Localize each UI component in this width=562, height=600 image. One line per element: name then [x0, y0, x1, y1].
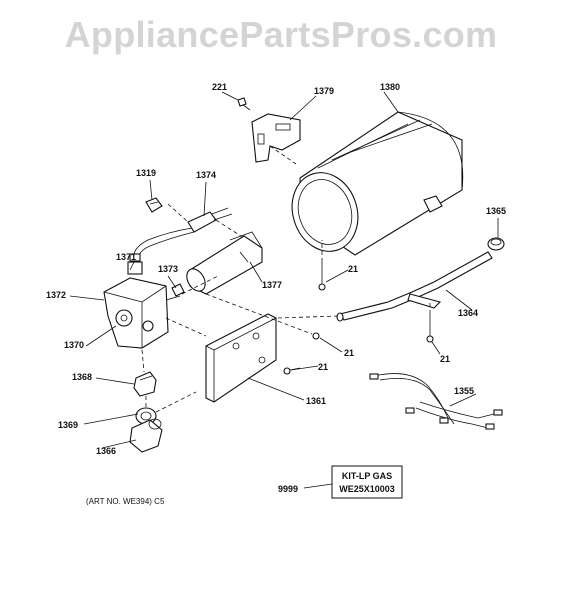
- callout-1365: 1365: [486, 206, 506, 216]
- kit-name: KIT-LP GAS: [342, 471, 392, 481]
- callout-9999: 9999: [278, 484, 298, 494]
- assembly-line: [269, 145, 297, 165]
- callout-1361: 1361: [306, 396, 326, 406]
- assembly-line: [167, 203, 189, 223]
- leader-lines: [69, 91, 499, 489]
- kit-label-box: KIT-LP GAS WE25X10003: [331, 465, 403, 499]
- part-shield-1361[interactable]: [205, 313, 277, 403]
- part-screw-21-b[interactable]: [312, 332, 320, 340]
- kit-part-number: WE25X10003: [339, 484, 395, 494]
- callout-21-d: 21: [440, 354, 450, 364]
- part-wire-harness-1355[interactable]: [369, 373, 503, 430]
- callout-1366: 1366: [96, 446, 116, 456]
- callout-1374: 1374: [196, 170, 216, 180]
- part-elbow-1366[interactable]: [129, 418, 163, 453]
- art-number: (ART NO. WE394) C5: [86, 497, 165, 506]
- callout-1377: 1377: [262, 280, 282, 290]
- callout-1380: 1380: [380, 82, 400, 92]
- assembly-line: [277, 315, 339, 319]
- assembly-line: [141, 349, 145, 373]
- part-supply-tube-1364[interactable]: [336, 251, 493, 322]
- callout-221: 221: [212, 82, 227, 92]
- part-clip-1319[interactable]: [145, 197, 163, 213]
- callout-21-c: 21: [318, 362, 328, 372]
- callout-21-b: 21: [344, 348, 354, 358]
- callout-1319: 1319: [136, 168, 156, 178]
- part-burner-1377[interactable]: [183, 231, 263, 295]
- assembly-line: [215, 219, 245, 239]
- assembly-line: [155, 391, 197, 413]
- part-screw-21-d[interactable]: [426, 314, 434, 343]
- part-bracket-1379[interactable]: [251, 113, 301, 163]
- part-gas-valve-1370[interactable]: [103, 261, 181, 349]
- callout-1370: 1370: [64, 340, 84, 350]
- callout-1369: 1369: [58, 420, 78, 430]
- callout-1372: 1372: [46, 290, 66, 300]
- callout-21-a: 21: [348, 264, 358, 274]
- part-igniter-1374[interactable]: [129, 207, 233, 262]
- part-screw-21-a[interactable]: [318, 262, 326, 291]
- callout-1355: 1355: [454, 386, 474, 396]
- part-nut-1368[interactable]: [133, 371, 157, 397]
- part-cap-1365[interactable]: [487, 237, 505, 251]
- callout-1373: 1373: [158, 264, 178, 274]
- watermark: AppliancePartsPros.com: [64, 14, 498, 55]
- callout-1368: 1368: [72, 372, 92, 382]
- part-combustion-chamber[interactable]: [282, 111, 464, 260]
- assembly-line: [205, 293, 313, 335]
- part-screw-221[interactable]: [237, 97, 251, 111]
- callout-1371: 1371: [116, 252, 136, 262]
- assembly-line: [165, 317, 207, 337]
- callout-1364: 1364: [458, 308, 478, 318]
- callout-1379: 1379: [314, 86, 334, 96]
